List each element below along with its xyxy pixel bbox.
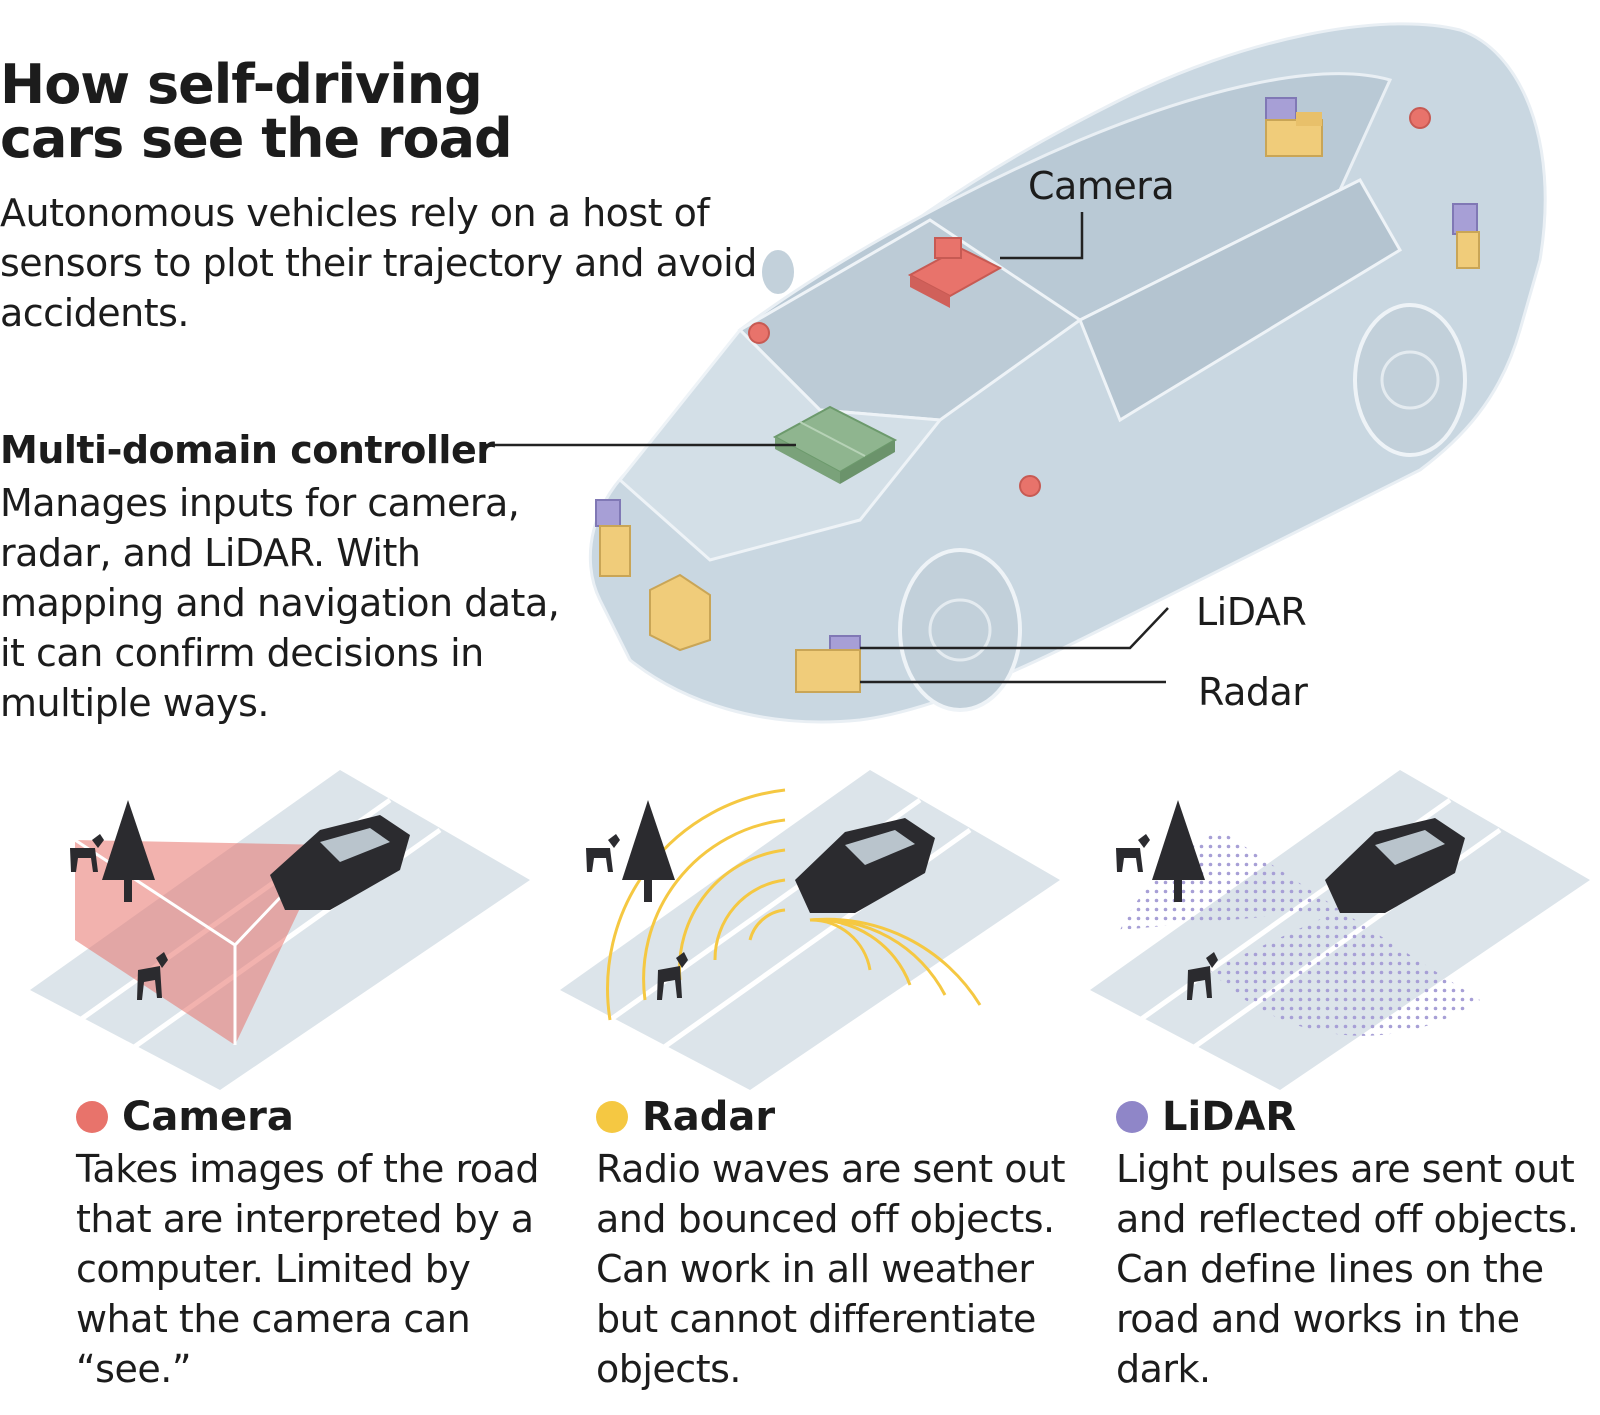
radar-scene: [560, 770, 1060, 1090]
camera-scene: [30, 770, 530, 1090]
car-side-window: [1078, 178, 1403, 423]
radar-card: Radar Radio waves are sent out and bounc…: [596, 1094, 1086, 1394]
camera-leader-line: [1000, 212, 1084, 260]
deer-icon: [1116, 834, 1150, 872]
radar-card-description: Radio waves are sent out and bounced off…: [596, 1147, 1065, 1391]
car-front-wheel: [898, 548, 1022, 712]
tree-icon: [622, 800, 675, 880]
sensor-dot: [1019, 475, 1041, 497]
lidar-scene: [1090, 770, 1590, 1090]
page-subtitle: Autonomous vehicles rely on a host of se…: [0, 191, 757, 335]
page-title: How self-driving cars see the road: [0, 53, 513, 170]
tree-icon: [1152, 800, 1205, 880]
lidar-point-cloud: [1210, 910, 1480, 1036]
lidar-color-dot: [1116, 1101, 1148, 1133]
car-mirror: [762, 250, 794, 294]
lidar-leader-line: [860, 607, 1169, 650]
controller-heading: Multi-domain controller: [0, 428, 495, 472]
bumper-sensor-block: [649, 573, 711, 652]
lidar-card: LiDAR Light pulses are sent out and refl…: [1116, 1094, 1600, 1394]
controller-leader-line: [480, 443, 796, 447]
roof-sensor-block: [1265, 97, 1323, 157]
road: [560, 770, 1060, 1090]
deer-icon: [137, 952, 168, 1000]
radar-color-dot: [596, 1101, 628, 1133]
rear-sensor-block: [1452, 203, 1480, 269]
lidar-point-cloud: [1120, 830, 1340, 930]
sensor-dot: [748, 322, 770, 344]
camera-card-description: Takes images of the road that are interp…: [76, 1147, 539, 1391]
camera-color-dot: [76, 1101, 108, 1133]
camera-callout-label: Camera: [1028, 164, 1175, 208]
front-lidar-radar-block: [795, 635, 861, 693]
deer-icon: [586, 834, 620, 872]
camera-field-of-view: [75, 840, 330, 1045]
lidar-callout-label: LiDAR: [1196, 590, 1307, 634]
deer-icon: [70, 834, 104, 872]
radar-waves: [606, 788, 982, 1021]
car-illustration: [588, 22, 1547, 724]
radar-callout-label: Radar: [1198, 670, 1308, 714]
radar-card-title: Radar: [642, 1094, 776, 1140]
lidar-card-title: LiDAR: [1162, 1094, 1297, 1140]
camera-module: [907, 237, 1003, 308]
sensor-dot: [1409, 107, 1431, 129]
tree-icon: [102, 800, 155, 880]
controller-description: Manages inputs for camera, radar, and Li…: [0, 481, 560, 725]
deer-icon: [1187, 952, 1218, 1000]
lidar-card-description: Light pulses are sent out and reflected …: [1116, 1147, 1579, 1391]
camera-card-title: Camera: [122, 1094, 294, 1140]
controller-module: [772, 405, 898, 484]
car-rear-wheel: [1353, 303, 1467, 457]
deer-icon: [657, 952, 688, 1000]
front-left-sensor-block: [595, 499, 631, 577]
camera-card: Camera Takes images of the road that are…: [76, 1094, 566, 1394]
